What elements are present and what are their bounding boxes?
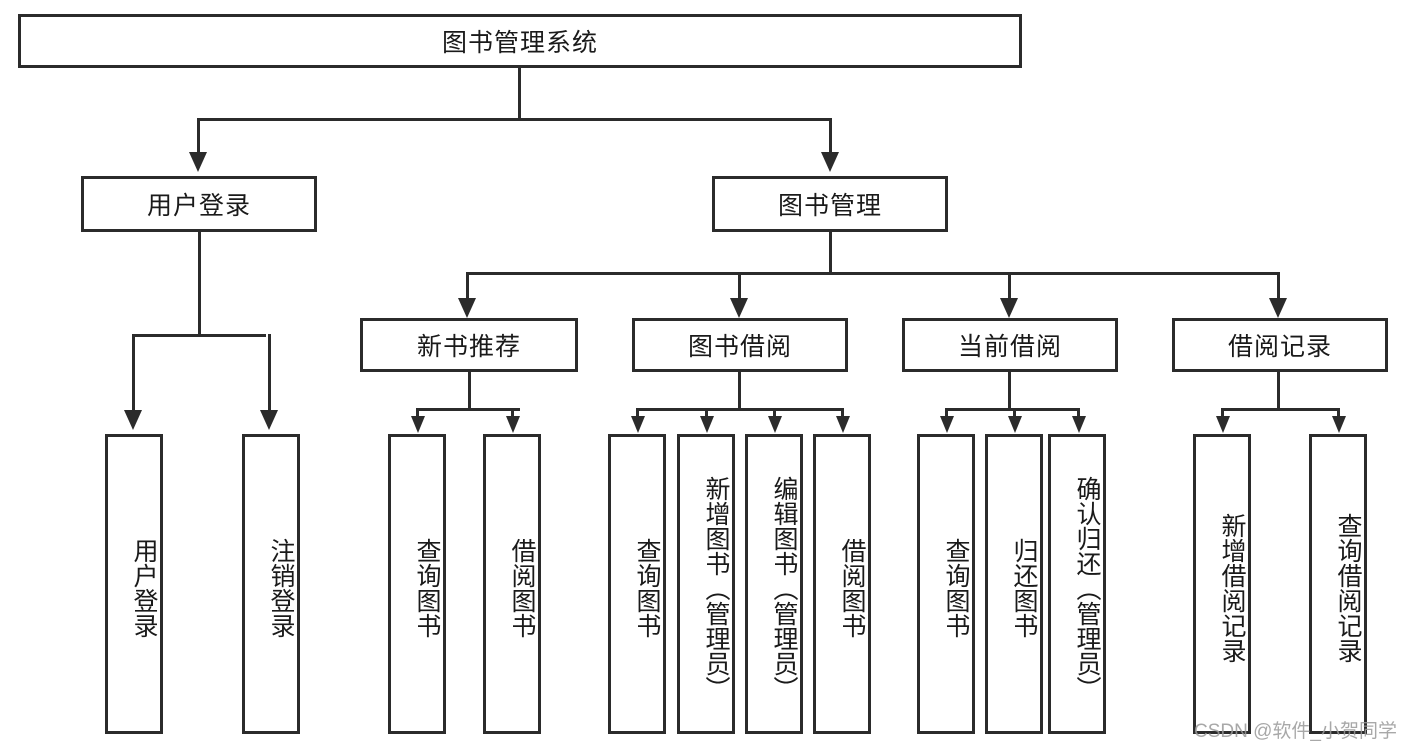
arrowhead-user-login-leaf-2 (260, 410, 278, 430)
arrowhead-book-borrow (730, 298, 748, 318)
connector-bb-drop-2 (705, 408, 708, 420)
node-label: 确认归还（管理员） (1073, 475, 1101, 701)
connector-user-login-drop-2 (268, 334, 271, 414)
connector-br-bar (1221, 408, 1339, 411)
node-root-book-management-system[interactable]: 图书管理系统 (18, 14, 1022, 68)
leaf-bb-query-book[interactable]: 查询图书 (608, 434, 666, 734)
connector-bb-drop-4 (841, 408, 844, 420)
connector-bm-drop-3 (1008, 272, 1011, 302)
connector-root-stem (518, 68, 521, 118)
leaf-cb-confirm-return-admin[interactable]: 确认归还（管理员） (1048, 434, 1106, 734)
arrowhead-bb-leaf-4 (836, 416, 850, 433)
node-label: 图书借阅 (687, 333, 792, 361)
arrowhead-root-to-book-management (821, 152, 839, 172)
node-label: 当前借阅 (957, 333, 1062, 361)
connector-br-stem (1277, 372, 1280, 408)
node-book-borrow[interactable]: 图书借阅 (632, 318, 848, 372)
connector-book-management-bar (466, 272, 1280, 275)
arrowhead-cb-leaf-3 (1072, 416, 1086, 433)
arrowhead-nbr-leaf-2 (506, 416, 520, 433)
node-label: 新增图书（管理员） (702, 475, 730, 701)
leaf-cb-return-book[interactable]: 归还图书 (985, 434, 1043, 734)
arrowhead-bb-leaf-2 (700, 416, 714, 433)
node-label: 归还图书 (1010, 538, 1038, 638)
node-label: 编辑图书（管理员） (770, 475, 798, 701)
connector-nbr-stem (468, 372, 471, 408)
leaf-nbr-query-book[interactable]: 查询图书 (388, 434, 446, 734)
leaf-user-login-login[interactable]: 用户登录 (105, 434, 163, 734)
connector-bb-stem (738, 372, 741, 408)
arrowhead-bb-leaf-3 (768, 416, 782, 433)
arrowhead-user-login-leaf-1 (124, 410, 142, 430)
connector-bb-drop-1 (636, 408, 639, 420)
node-label: 新书推荐 (416, 333, 521, 361)
leaf-cb-query-book[interactable]: 查询图书 (917, 434, 975, 734)
connector-bm-drop-1 (466, 272, 469, 302)
arrowhead-cb-leaf-2 (1008, 416, 1022, 433)
connector-bm-drop-2 (738, 272, 741, 302)
leaf-bb-borrow-book[interactable]: 借阅图书 (813, 434, 871, 734)
connector-cb-drop-3 (1077, 408, 1080, 420)
connector-br-drop-1 (1221, 408, 1224, 420)
leaf-user-login-logout[interactable]: 注销登录 (242, 434, 300, 734)
node-user-login[interactable]: 用户登录 (81, 176, 317, 232)
node-new-book-recommend[interactable]: 新书推荐 (360, 318, 578, 372)
node-label: 查询图书 (413, 538, 441, 638)
node-borrow-record[interactable]: 借阅记录 (1172, 318, 1388, 372)
connector-bm-drop-4 (1277, 272, 1280, 302)
leaf-br-add-record[interactable]: 新增借阅记录 (1193, 434, 1251, 734)
arrowhead-root-to-user-login (189, 152, 207, 172)
arrowhead-bb-leaf-1 (631, 416, 645, 433)
arrowhead-current-borrow (1000, 298, 1018, 318)
node-label: 查询图书 (942, 538, 970, 638)
connector-root-to-user-login (197, 118, 200, 156)
node-label: 查询借阅记录 (1334, 513, 1362, 663)
arrowhead-nbr-leaf-1 (411, 416, 425, 433)
connector-nbr-drop-1 (416, 408, 419, 420)
node-label: 查询图书 (633, 538, 661, 638)
node-label: 用户登录 (146, 192, 251, 220)
node-book-management[interactable]: 图书管理 (712, 176, 948, 232)
connector-user-login-stem (198, 232, 201, 334)
node-current-borrow[interactable]: 当前借阅 (902, 318, 1118, 372)
leaf-br-query-record[interactable]: 查询借阅记录 (1309, 434, 1367, 734)
connector-cb-bar (945, 408, 1080, 411)
connector-book-management-stem (829, 232, 832, 272)
connector-bb-bar (636, 408, 844, 411)
node-label: 注销登录 (267, 538, 295, 638)
connector-nbr-drop-2 (511, 408, 514, 420)
arrowhead-br-leaf-1 (1216, 416, 1230, 433)
connector-cb-stem (1008, 372, 1011, 408)
connector-user-login-drop-1 (132, 334, 135, 414)
leaf-bb-add-book-admin[interactable]: 新增图书（管理员） (677, 434, 735, 734)
connector-root-bar (197, 118, 830, 121)
connector-root-to-book-management (829, 118, 832, 156)
leaf-nbr-borrow-book[interactable]: 借阅图书 (483, 434, 541, 734)
node-label: 借阅记录 (1227, 333, 1332, 361)
arrowhead-borrow-record (1269, 298, 1287, 318)
node-label: 图书管理 (777, 192, 882, 220)
connector-nbr-bar (416, 408, 520, 411)
arrowhead-cb-leaf-1 (940, 416, 954, 433)
connector-bb-drop-3 (773, 408, 776, 420)
node-label: 借阅图书 (838, 538, 866, 638)
node-label: 图书管理系统 (441, 29, 598, 57)
node-label: 用户登录 (130, 538, 158, 638)
connector-cb-drop-1 (945, 408, 948, 420)
connector-user-login-bar (132, 334, 266, 337)
connector-cb-drop-2 (1013, 408, 1016, 420)
node-label: 新增借阅记录 (1218, 513, 1246, 663)
arrowhead-new-book-recommend (458, 298, 476, 318)
node-label: 借阅图书 (508, 538, 536, 638)
leaf-bb-edit-book-admin[interactable]: 编辑图书（管理员） (745, 434, 803, 734)
arrowhead-br-leaf-2 (1332, 416, 1346, 433)
connector-br-drop-2 (1337, 408, 1340, 420)
